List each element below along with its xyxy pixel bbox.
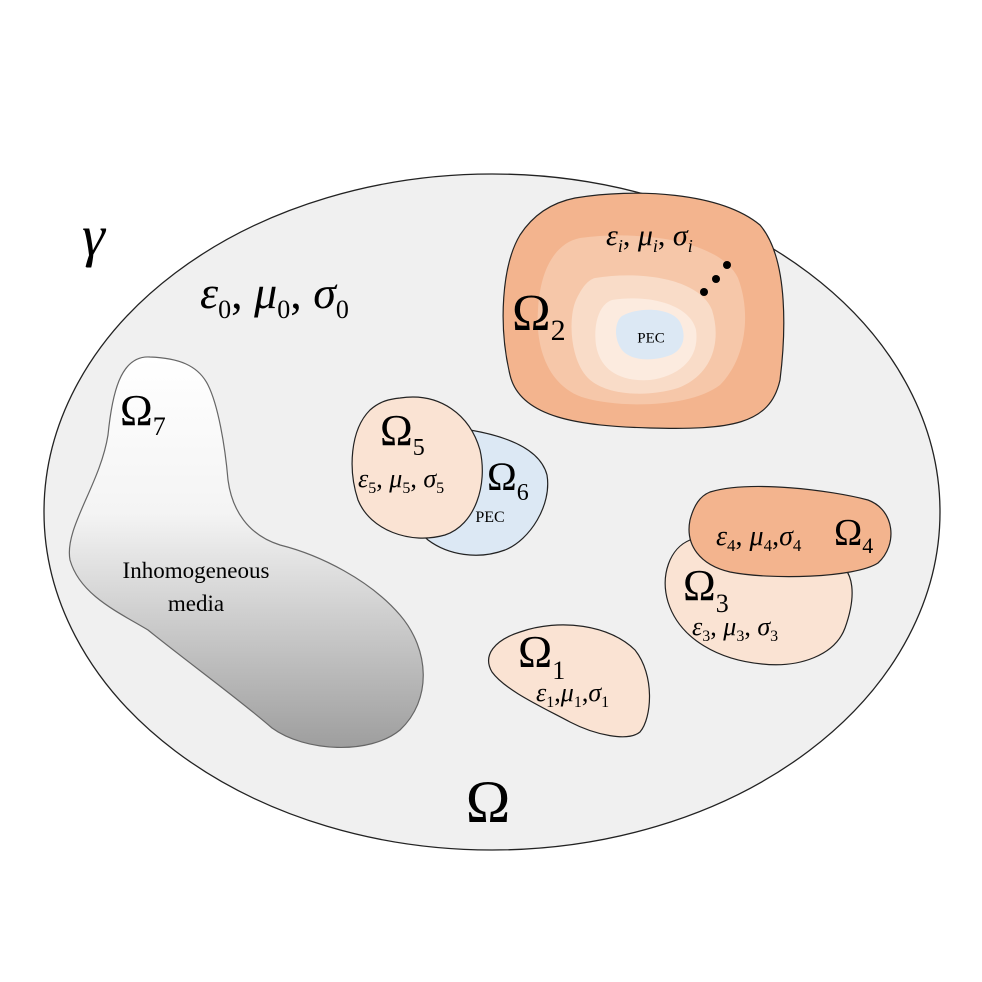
omega3-symbol: Ω [683, 561, 716, 610]
omega3-sig-sub: 3 [770, 628, 778, 645]
omega4-mu-sub: 4 [764, 536, 773, 555]
omega5-sig: σ [423, 464, 437, 493]
omega3-sub: 3 [716, 589, 729, 618]
omega2-sub: 2 [551, 314, 566, 347]
omega2-mu: μ [637, 219, 653, 252]
omega2-pec-label: PEC [637, 330, 665, 346]
omega5-params: ε5, μ5, σ5 [358, 464, 444, 497]
omega5-eps-sub: 5 [368, 480, 376, 497]
outer-eps: ε [200, 267, 219, 318]
boundary-gamma-label: γ [82, 203, 107, 268]
omega5-sig-sub: 5 [436, 480, 444, 497]
omega7-sub: 7 [153, 412, 166, 441]
omega3-eps: ε [692, 612, 703, 641]
omega5-label: Ω5 [380, 406, 425, 461]
omega1-sep-2: , [582, 678, 589, 707]
omega1-symbol: Ω [518, 626, 552, 677]
omega7-label: Ω7 [120, 386, 166, 441]
outer-mu: μ [253, 267, 277, 318]
omega2-label: Ω2 [512, 285, 566, 347]
omega2-eps: ε [606, 219, 618, 252]
omega2-sep-1: , [623, 219, 638, 252]
omega5-symbol: Ω [380, 406, 413, 455]
region-omega4 [688, 485, 892, 578]
omega5-sub: 5 [413, 435, 425, 461]
omega4-symbol: Ω [834, 512, 862, 554]
outer-sig-sub: 0 [336, 295, 349, 324]
omega7-media-line2: media [168, 591, 224, 616]
omega5-sep-2: , [410, 464, 423, 493]
outer-domain-omega: Ω [466, 769, 511, 835]
omega2-mu-sub: i [653, 236, 658, 256]
omega5-mu-sub: 5 [402, 480, 410, 497]
omega4-sub: 4 [862, 533, 873, 558]
omega1-sig: σ [588, 678, 602, 707]
omega3-eps-sub: 3 [702, 628, 710, 645]
omega4-sep-2: , [772, 521, 779, 552]
omega3-sig: σ [757, 612, 771, 641]
omega2-sig: σ [673, 219, 689, 252]
omega4-label: Ω4 [834, 512, 873, 558]
omega7-media-line1: Inhomogeneous [123, 558, 270, 583]
region-omega7-inhomogeneous [68, 356, 424, 749]
omega3-label: Ω3 [683, 561, 729, 618]
omega1-mu: μ [560, 678, 574, 707]
region-omega5 [351, 396, 483, 539]
region-omega1 [488, 624, 651, 738]
omega3-mu: μ [722, 612, 736, 641]
omega1-eps-sub: 1 [546, 694, 554, 711]
omega1-sub: 1 [552, 656, 565, 685]
omega4-eps-sub: 4 [727, 536, 736, 555]
omega6-pec-label: PEC [475, 509, 504, 526]
omega4-mu: μ [749, 521, 764, 552]
outer-sig: σ [313, 267, 338, 318]
omega1-label: Ω1 [518, 626, 565, 685]
outer-sep-2: , [290, 267, 313, 318]
omega6-sub: 6 [517, 480, 529, 506]
omega3-sep-1: , [710, 612, 723, 641]
omega4-params: ε4, μ4,σ4 [716, 521, 802, 555]
omega3-params: ε3, μ3, σ3 [692, 612, 778, 645]
omega2-sig-sub: i [688, 236, 693, 256]
outer-eps-sub: 0 [218, 295, 231, 324]
omega4-sig: σ [779, 521, 794, 552]
omega3-mu-sub: 3 [736, 628, 744, 645]
omega1-sig-sub: 1 [601, 694, 609, 711]
omega4-eps: ε [716, 521, 727, 552]
omega2-continuation-dots [700, 261, 731, 296]
outer-mu-sub: 0 [277, 295, 290, 324]
omega1-mu-sub: 1 [574, 694, 582, 711]
omega1-eps: ε [536, 678, 547, 707]
outer-sep-1: , [231, 267, 254, 318]
omega5-sep-1: , [376, 464, 389, 493]
omega2-params: εi, μi, σi [606, 219, 693, 256]
outer-domain-params: ε0, μ0, σ0 [200, 267, 349, 324]
omega1-sep-1: , [554, 678, 561, 707]
omega1-params: ε1,μ1,σ1 [536, 678, 609, 711]
omega2-eps-sub: i [618, 236, 623, 256]
omega3-sep-2: , [744, 612, 757, 641]
omega6-symbol: Ω [487, 454, 517, 499]
omega2-symbol: Ω [512, 285, 551, 342]
omega4-sig-sub: 4 [793, 536, 802, 555]
omega7-symbol: Ω [120, 386, 153, 435]
omega2-sep-2: , [658, 219, 673, 252]
omega5-eps: ε [358, 464, 369, 493]
omega5-mu: μ [388, 464, 402, 493]
omega2-pec-core [616, 309, 684, 360]
region-omega2: PEC [502, 192, 785, 429]
omega6-label: Ω6 [487, 454, 529, 506]
omega4-sep-1: , [736, 521, 750, 552]
